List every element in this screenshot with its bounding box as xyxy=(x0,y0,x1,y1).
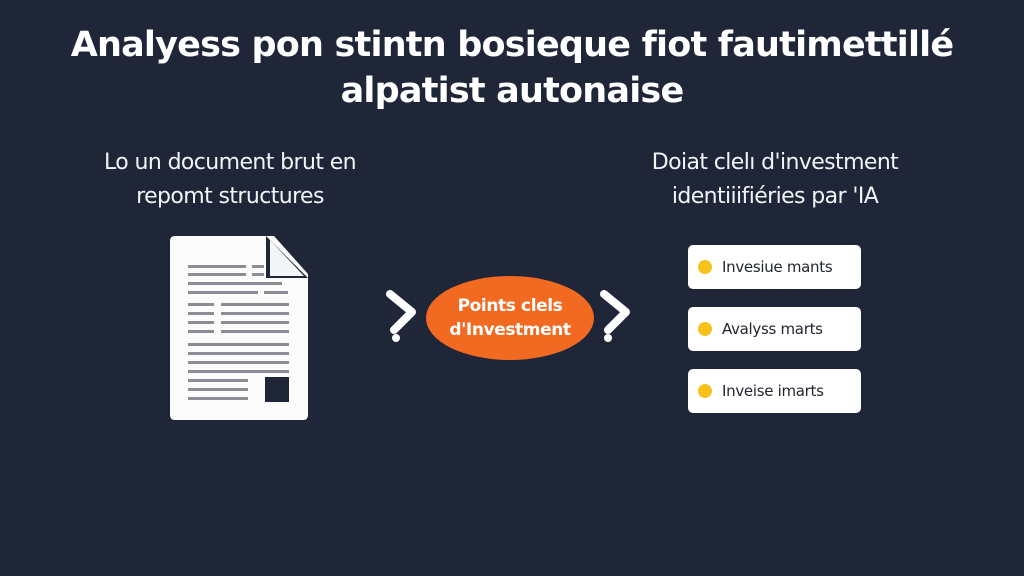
key-points-node: Points clels d'Investment xyxy=(426,276,594,360)
bullet-icon xyxy=(698,322,712,336)
diagram-title: Analyess pon stintn bosieque fiot fautim… xyxy=(0,22,1024,114)
output-card: Inveise imarts xyxy=(688,369,861,413)
output-card-label: Avalyss marts xyxy=(722,320,823,338)
output-card-label: Invesiue mants xyxy=(722,258,833,276)
output-caption-line-2: identiiifiéries par 'IA xyxy=(671,184,879,209)
title-line-2: alpatist autonaise xyxy=(340,71,685,111)
input-caption-line-2: repomt structures xyxy=(136,184,324,209)
output-card-label: Inveise imarts xyxy=(722,382,824,400)
title-line-1: Analyess pon stintn bosieque fiot fautim… xyxy=(70,25,954,65)
input-caption: Lo un document brut en repomt structures xyxy=(60,146,400,214)
oval-line-2: d'Investment xyxy=(449,320,571,340)
output-card: Avalyss marts xyxy=(688,307,861,351)
oval-line-1: Points clels xyxy=(457,296,563,316)
output-card: Invesiue mants xyxy=(688,245,861,289)
input-caption-line-1: Lo un document brut en xyxy=(103,150,357,175)
document-icon xyxy=(170,236,308,420)
bullet-icon xyxy=(698,260,712,274)
chevron-right-icon xyxy=(386,290,422,346)
chevron-right-icon xyxy=(598,290,634,346)
output-caption-line-1: Doiat clelı d'investment xyxy=(651,150,899,175)
bullet-icon xyxy=(698,384,712,398)
output-caption: Doiat clelı d'investment identiiifiéries… xyxy=(620,146,930,214)
